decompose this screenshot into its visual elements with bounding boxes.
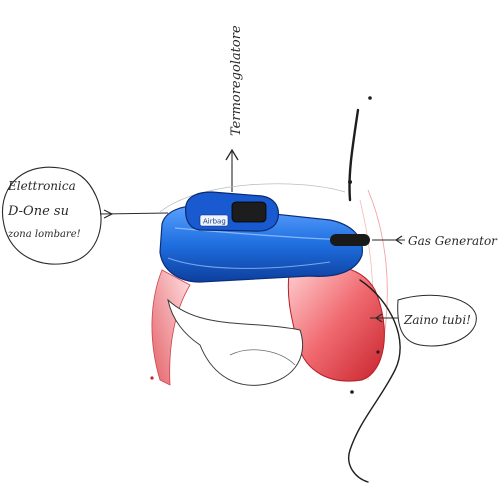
module-label-plate [199, 214, 229, 227]
arrow-up-icon [225, 148, 239, 161]
module-screen [231, 201, 267, 223]
seat-outline [167, 298, 304, 386]
module-label-text: Airbag [203, 218, 226, 226]
left-note-line3: zona lombare! [7, 229, 81, 240]
tubes-bubble [397, 294, 477, 347]
back-protector-right [287, 264, 385, 382]
arrow-left-icon-2 [374, 313, 383, 323]
gas-generator [330, 234, 370, 246]
right-ink-stroke [348, 108, 360, 202]
seat-inner-curve [229, 349, 296, 366]
arrow-left-icon [394, 235, 403, 245]
construction-arc-top [159, 183, 346, 213]
device-band-lower-edge [167, 257, 331, 269]
back-protector-left [151, 269, 191, 386]
flowing-ink-line [348, 279, 401, 483]
gas-generator-label: Gas Generator [408, 234, 498, 248]
left-note-line2: D-One su [7, 204, 69, 219]
top-vertical-label: Termoregolatore [229, 25, 244, 136]
tubes-label: Zaino tubi! [403, 313, 471, 327]
arrow-right-icon [103, 209, 114, 219]
device-band-highlight [174, 227, 351, 241]
left-note-bubble [2, 166, 102, 265]
left-note-line1: Elettronica [7, 179, 76, 193]
